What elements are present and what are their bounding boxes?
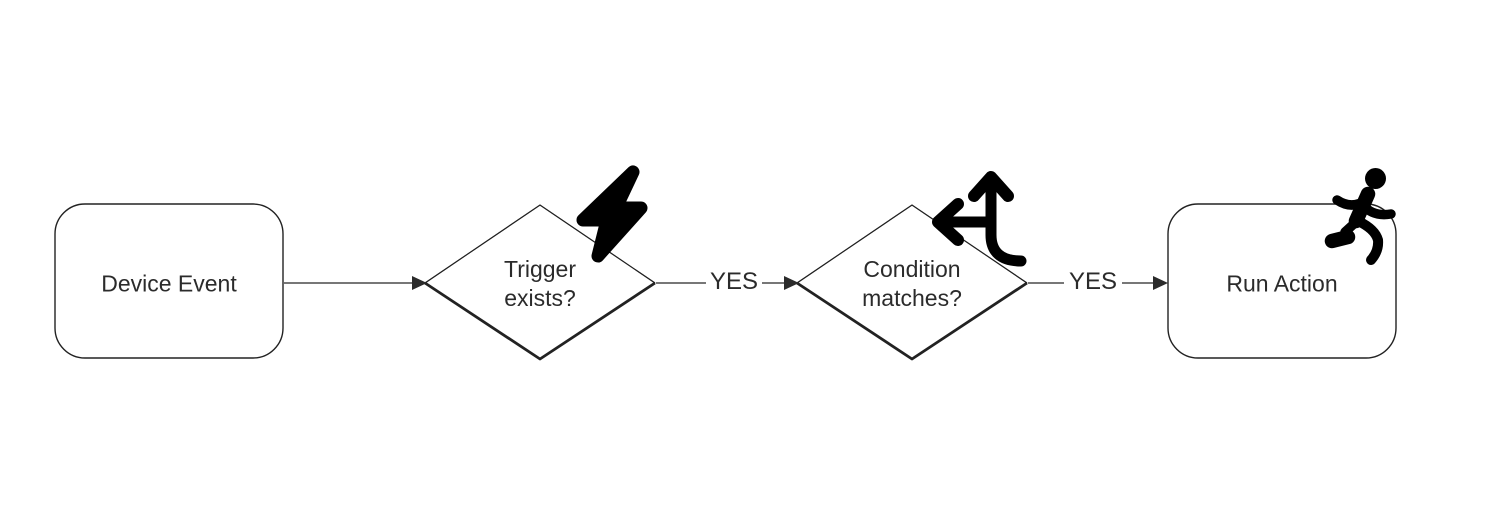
running-person-icon bbox=[1324, 168, 1396, 265]
node-device-event bbox=[54, 203, 284, 359]
arrowhead-into-trigger bbox=[412, 276, 427, 290]
arrowhead-into-condition bbox=[784, 276, 799, 290]
node-label-condition-matches: Condition matches? bbox=[862, 256, 962, 311]
node-label-device-event: Device Event bbox=[101, 270, 237, 297]
node-label-run-action: Run Action bbox=[1226, 270, 1338, 297]
node-condition-matches bbox=[796, 204, 1028, 361]
edge-label-yes-2: YES bbox=[1064, 266, 1122, 298]
edge-arrowheads bbox=[412, 276, 1168, 290]
arrowhead-into-run-action bbox=[1153, 276, 1168, 290]
lightning-bolt-icon bbox=[576, 165, 648, 263]
edge-label-yes-1: YES bbox=[705, 266, 763, 298]
node-trigger-exists bbox=[424, 204, 656, 361]
directions-split-icon bbox=[932, 171, 1027, 267]
node-label-trigger-exists: Trigger exists? bbox=[504, 256, 576, 311]
